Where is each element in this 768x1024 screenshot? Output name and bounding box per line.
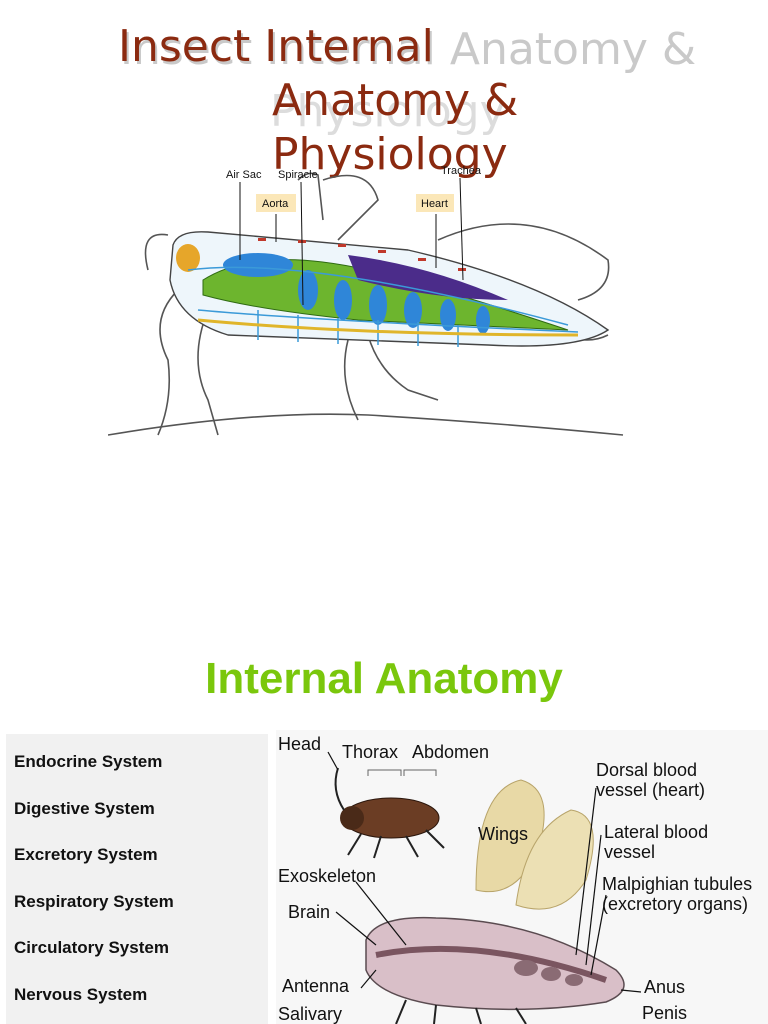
- label-air-sac: Air Sac: [226, 169, 262, 181]
- slide-title: Insect Internal Anatomy & Physiology: [118, 20, 598, 182]
- dorsal-vessel: [375, 945, 607, 983]
- gut-loops: [514, 960, 583, 986]
- list-item-excretory: Excretory System: [14, 845, 158, 864]
- heart-label-box: [416, 194, 454, 212]
- nerve-cord: [197, 318, 579, 337]
- d2-label-exoskeleton: Exoskeleton: [278, 866, 376, 886]
- fly-anatomy-diagram: Head Thorax Abdomen Dorsal blood vessel …: [276, 730, 768, 1024]
- d2-label-head: Head: [278, 734, 321, 754]
- list-item-respiratory: Respiratory System: [14, 891, 174, 911]
- brain-shape: [176, 244, 200, 272]
- list-item-digestive: Digestive System: [14, 798, 155, 818]
- d2-label-dorsal-1: Dorsal blood: [596, 760, 697, 780]
- d2-label-abdomen: Abdomen: [412, 742, 489, 762]
- d2-leader-lines: [327, 751, 642, 993]
- d2-label-anus: Anus: [644, 977, 685, 997]
- title-line-2: Anatomy &: [272, 75, 519, 126]
- internal-anatomy-title: Internal Anatomy: [205, 654, 563, 703]
- list-item-endocrine: Endocrine System: [14, 752, 163, 771]
- d2-label-wings: Wings: [478, 824, 528, 844]
- title-line-3: Physiology: [272, 129, 508, 180]
- d2-label-thorax: Thorax: [342, 742, 398, 762]
- d2-label-dorsal-2: vessel (heart): [596, 780, 705, 800]
- d2-label-malpighian-1: Malpighian tubules: [602, 874, 752, 894]
- heart-shape: [348, 255, 508, 300]
- label-trachea: Trachea: [441, 165, 482, 177]
- label-leader-lines: [239, 177, 464, 306]
- slide-2: Internal Anatomy Endocrine System Digest…: [0, 620, 768, 1024]
- small-fly-illustration: [334, 767, 445, 859]
- label-spiracle: Spiracle: [278, 169, 318, 181]
- d2-label-antenna: Antenna: [282, 976, 350, 996]
- label-aorta: Aorta: [262, 198, 289, 210]
- systems-list: Endocrine System Digestive System Excret…: [6, 734, 268, 1024]
- background-ghost-title: Insect Internal Anatomy &: [120, 24, 697, 75]
- d2-label-malpighian-2: (excretory organs): [602, 894, 748, 914]
- list-item-nervous: Nervous System: [14, 984, 148, 1004]
- aorta-label-box: [256, 194, 296, 212]
- d2-label-salivary: Salivary: [278, 1004, 342, 1024]
- d2-label-lateral-2: vessel: [604, 842, 655, 862]
- slide-1: Insect Internal Anatomy & Physiology Ins…: [108, 20, 697, 436]
- list-item-circulatory: Circulatory System: [14, 938, 169, 957]
- background-ghost-subtitle: Physiology: [270, 86, 506, 137]
- grasshopper-anatomy-diagram: Air Sac Spiracle Trachea Aorta Heart: [108, 165, 624, 436]
- d2-label-lateral-1: Lateral blood: [604, 822, 708, 842]
- d2-label-penis: Penis: [642, 1003, 687, 1023]
- label-heart: Heart: [421, 198, 448, 210]
- fly-legs: [395, 999, 527, 1024]
- title-line-1: Insect Internal: [118, 21, 434, 72]
- d2-label-brain: Brain: [288, 902, 330, 922]
